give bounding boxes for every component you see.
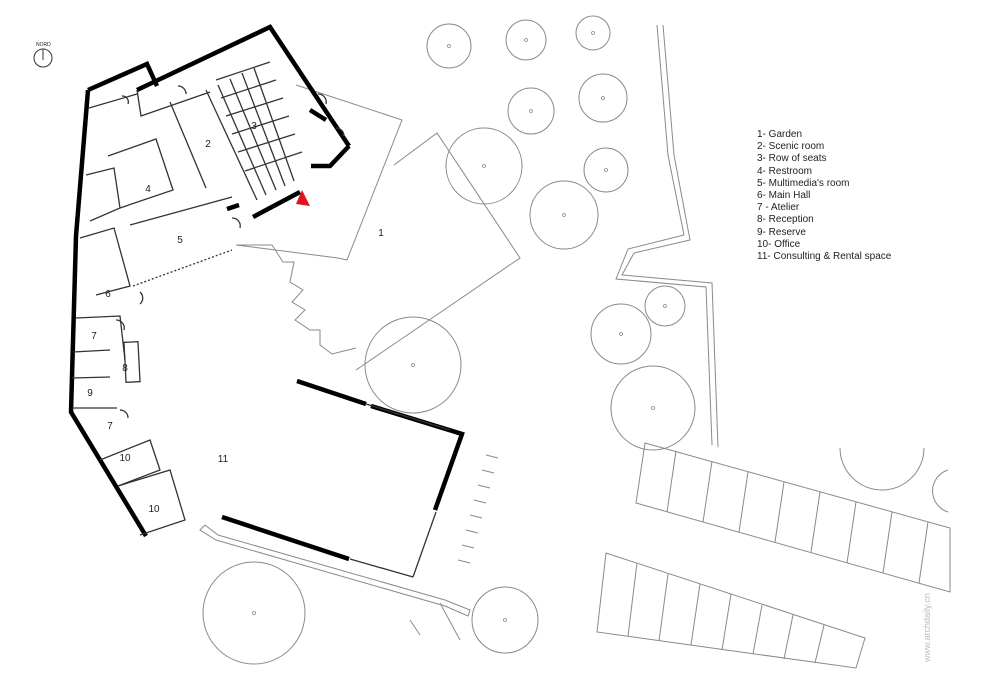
- room-label-4: 4: [145, 184, 151, 195]
- legend-item: 11- Consulting & Rental space: [757, 251, 892, 263]
- watermark-text: www.archdaily.cn: [922, 593, 932, 663]
- room-label-10b: 10: [148, 504, 160, 515]
- trees: [202, 15, 949, 665]
- interior-walls: [71, 61, 451, 578]
- legend-item: 3- Row of seats: [757, 153, 827, 165]
- room-label-2: 2: [205, 139, 211, 150]
- room-label-3: 3: [251, 121, 257, 132]
- garden-outline: [235, 84, 521, 371]
- room-label-8: 8: [122, 363, 128, 374]
- north-label: NORD: [36, 42, 51, 48]
- room-label-1: 1: [378, 228, 384, 239]
- legend-item: 2- Scenic room: [757, 141, 825, 153]
- legend-item: 9- Reserve: [757, 226, 806, 238]
- legend: 1- Garden 2- Scenic room 3- Row of seats…: [757, 129, 891, 263]
- legend-item: 4- Restroom: [757, 165, 813, 177]
- watermark: www.archdaily.cn: [922, 593, 932, 663]
- room-label-5: 5: [177, 235, 183, 246]
- room-label-9: 9: [87, 388, 93, 399]
- room-label-11: 11: [218, 454, 229, 465]
- parking-upper: [635, 442, 951, 593]
- ramp-steps: [199, 454, 499, 641]
- legend-item: 6- Main Hall: [757, 190, 811, 202]
- room-label-6: 6: [105, 289, 111, 300]
- exterior-walls: [68, 24, 465, 562]
- legend-item: 5- Multimedia's room: [757, 177, 850, 189]
- entrance-marker-icon: [296, 190, 310, 206]
- room-label-7a: 7: [91, 331, 97, 342]
- room-label-7b: 7: [107, 421, 113, 432]
- legend-item: 7 - Atelier: [757, 202, 800, 214]
- parking-lower: [596, 552, 866, 669]
- legend-item: 10- Office: [757, 238, 801, 250]
- door-swings: [115, 85, 345, 419]
- path-lines: [615, 24, 719, 448]
- room-label-10a: 10: [119, 453, 131, 464]
- north-arrow: NORD: [33, 42, 53, 68]
- room-labels: 1 2 3 4 5 6 7 8 9 7 10 10 11: [87, 121, 384, 515]
- legend-item: 8- Reception: [757, 214, 814, 226]
- legend-item: 1- Garden: [757, 129, 803, 140]
